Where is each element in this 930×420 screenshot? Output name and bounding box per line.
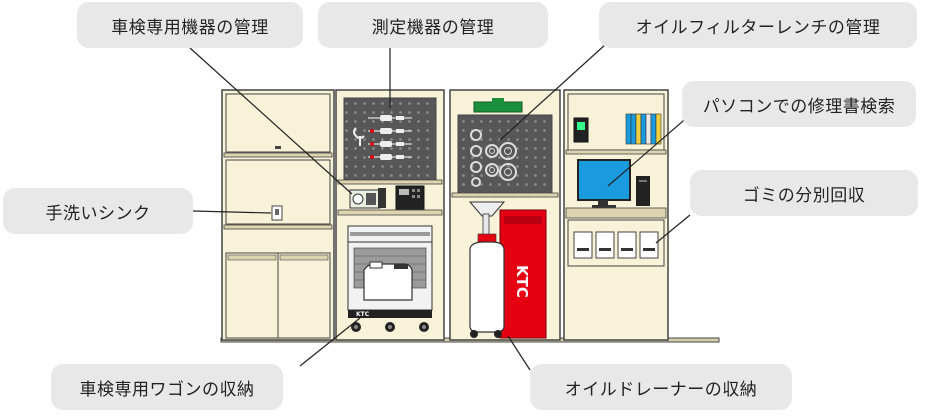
label-pc-repair-search: パソコンでの修理書検索 bbox=[682, 81, 916, 127]
label-trash-sorting: ゴミの分別回収 bbox=[690, 170, 918, 216]
cabinet-pc bbox=[563, 89, 669, 341]
label-hand-wash-sink: 手洗いシンク bbox=[3, 188, 193, 234]
label-inspection-equipment: 車検専用機器の管理 bbox=[77, 2, 303, 48]
label-oil-drainer: オイルドレーナーの収納 bbox=[530, 364, 792, 410]
leader-lines bbox=[189, 43, 691, 371]
label-inspection-wagon: 車検専用ワゴンの収納 bbox=[51, 364, 283, 410]
wagon-brand-text: KTC bbox=[356, 311, 370, 318]
label-oil-filter-wrench: オイルフィルターレンチの管理 bbox=[599, 2, 917, 48]
cabinet-left bbox=[221, 89, 335, 341]
cabinet-measuring: KTC bbox=[335, 89, 445, 341]
cabinet-oil: KTC bbox=[449, 89, 561, 341]
drainer-brand-text: KTC bbox=[513, 265, 531, 298]
label-measuring-equipment: 測定機器の管理 bbox=[318, 2, 548, 48]
